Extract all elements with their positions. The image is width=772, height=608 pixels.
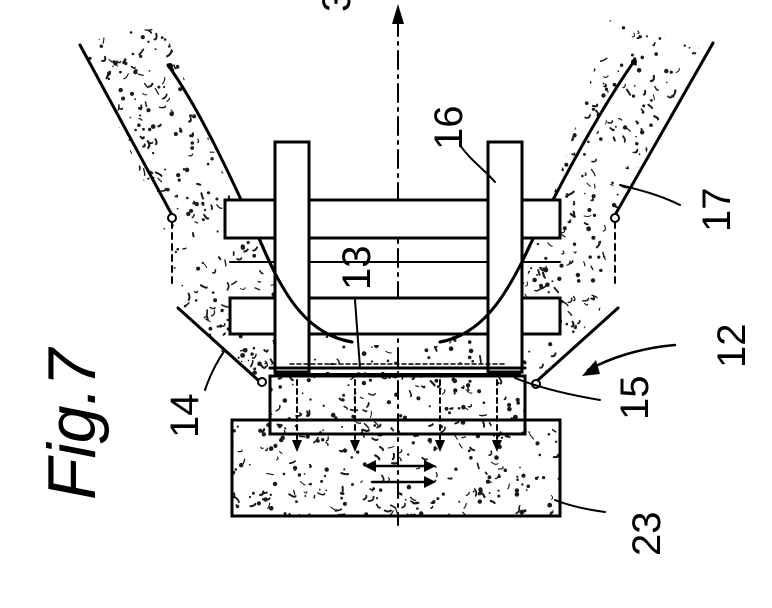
leader-23: [554, 499, 606, 513]
leader-13: [354, 299, 361, 369]
label-12: 12: [710, 324, 754, 369]
outer-wall-right: [613, 41, 715, 217]
outer-wall-left: [78, 43, 174, 217]
arrow-down-icon: [350, 440, 360, 452]
leader-15: [514, 377, 601, 401]
lower-block: [230, 374, 562, 518]
flow-arrows: [292, 379, 502, 488]
arrow-down-icon: [492, 440, 502, 452]
arrow-right-icon: [424, 460, 436, 472]
base-plate: [268, 363, 527, 375]
lower-wall-right: [536, 306, 620, 382]
lower-wall-left: [176, 306, 260, 382]
hinge-left-upper: [167, 213, 177, 223]
labels: Fig.7 3 16 17 13 14 12 15 23: [34, 0, 754, 556]
leader-16: [459, 144, 496, 183]
arrow-up-icon: [392, 4, 404, 24]
arrow-right-icon: [424, 476, 436, 488]
figure-title: Fig.7: [34, 347, 110, 500]
label-13: 13: [335, 246, 379, 291]
post-left: [273, 140, 311, 374]
label-15: 15: [613, 376, 657, 421]
arrow-down-icon: [435, 440, 445, 452]
label-14: 14: [163, 394, 207, 439]
label-17: 17: [695, 188, 739, 233]
center-axis: [392, 4, 404, 526]
arrow-left-icon: [364, 460, 376, 472]
label-23: 23: [625, 512, 669, 557]
hinge-right-upper: [610, 213, 620, 223]
label-3: 3: [315, 0, 359, 12]
label-16: 16: [427, 106, 471, 151]
lower-block-top: [268, 374, 527, 436]
arrow-down-icon: [292, 440, 302, 452]
container-23: [230, 418, 562, 518]
hinge-left-lower: [257, 377, 267, 387]
leader-17: [619, 184, 681, 206]
leader-12: [586, 343, 677, 372]
post-right: [486, 140, 524, 374]
arrow-icon: [582, 360, 600, 376]
leader-lines: [204, 144, 681, 513]
leader-14: [204, 349, 226, 391]
